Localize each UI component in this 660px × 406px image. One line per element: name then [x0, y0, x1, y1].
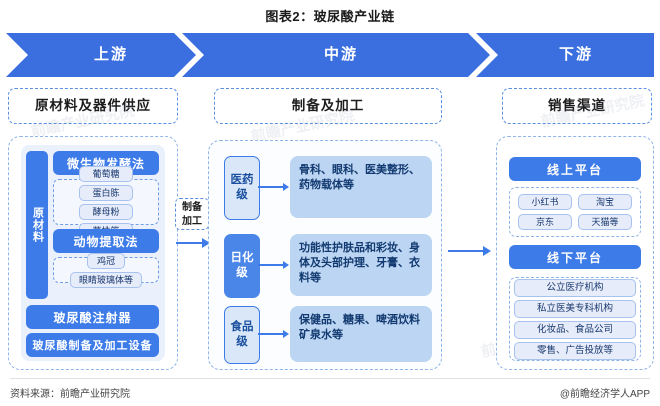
stage-banner: 上游 中游 下游 — [6, 33, 654, 77]
list-item: 蛋白胨 — [79, 184, 133, 201]
raw-material-vertical-label: 原材料 — [26, 151, 48, 299]
grade-box-cosmetic[interactable]: 日化级 — [224, 234, 260, 298]
connector-label-processing: 制备 加工 — [175, 198, 209, 230]
list-item: 淘宝 — [578, 194, 632, 210]
list-item: 私立医美专科机构 — [514, 299, 636, 318]
source-text: 资料来源：前瞻产业研究院 — [10, 389, 130, 400]
section-header-midstream: 制备及加工 — [214, 88, 442, 124]
grade-box-medical[interactable]: 医药级 — [224, 156, 260, 220]
fermentation-items-group: 葡萄糖 蛋白胨 酵母粉 菌株等 — [53, 165, 159, 239]
downstream-panel: 线上平台 小红书 淘宝 京东 天猫等 线下平台 公立医疗机构 私立医美专科机构 … — [496, 136, 654, 370]
equipment-box[interactable]: 玻尿酸制备及加工设备 — [26, 333, 159, 357]
upstream-panel: 原材料 微生物发酵法 葡萄糖 蛋白胨 酵母粉 菌株等 动物提取法 鸡冠 眼睛玻璃… — [8, 136, 178, 370]
section-header-upstream: 原材料及器件供应 — [8, 88, 178, 124]
raw-material-group: 原材料 微生物发酵法 葡萄糖 蛋白胨 酵母粉 菌株等 动物提取法 鸡冠 眼睛玻璃… — [21, 145, 165, 361]
banner-shape — [6, 33, 654, 77]
list-item: 天猫等 — [578, 214, 632, 230]
brand-text: @前瞻经济学人APP — [559, 389, 650, 400]
online-platform-box[interactable]: 线上平台 — [509, 157, 641, 181]
list-item: 酵母粉 — [79, 203, 133, 220]
list-item: 鸡冠 — [87, 252, 125, 269]
online-items-group: 小红书 淘宝 京东 天猫等 — [509, 187, 641, 237]
grade-desc-medical: 骨科、眼科、医美整形、药物载体等 — [290, 156, 432, 218]
list-item: 公立医疗机构 — [514, 278, 636, 297]
list-item: 化妆品、食品公司 — [514, 320, 636, 339]
arrow-head-icon — [283, 330, 289, 338]
offline-platform-box[interactable]: 线下平台 — [509, 245, 641, 269]
list-item: 京东 — [518, 214, 572, 230]
banner-label-upstream: 上游 — [93, 46, 128, 63]
list-item: 眼睛玻璃体等 — [70, 271, 142, 288]
banner-label-downstream: 下游 — [558, 46, 593, 63]
footer-divider — [10, 378, 650, 379]
list-item: 小红书 — [518, 194, 572, 210]
injector-box[interactable]: 玻尿酸注射器 — [26, 305, 159, 329]
list-item: 葡萄糖 — [79, 165, 133, 182]
arrow-head-icon — [283, 261, 289, 269]
list-item: 零售、广告投放等 — [514, 341, 636, 360]
grade-desc-food: 保健品、糖果、啤酒饮料矿泉水等 — [290, 306, 432, 362]
animal-items-group: 鸡冠 眼睛玻璃体等 — [53, 252, 159, 288]
page-title: 图表2：玻尿酸产业链 — [265, 9, 395, 24]
arrow-grade-food — [258, 333, 284, 335]
arrow-grade-cosmetic — [258, 264, 284, 266]
grade-desc-cosmetic: 功能性护肤品和彩妆、身体及头部护理、牙膏、衣料等 — [290, 234, 432, 296]
arrow-grade-medical — [258, 186, 284, 188]
offline-items-group: 公立医疗机构 私立医美专科机构 化妆品、食品公司 零售、广告投放等 — [509, 277, 641, 361]
banner-label-midstream: 中游 — [323, 46, 358, 63]
animal-extraction-box[interactable]: 动物提取法 — [53, 229, 159, 253]
arrow-head-icon — [283, 183, 289, 191]
section-header-downstream: 销售渠道 — [502, 88, 652, 124]
grade-box-food[interactable]: 食品级 — [224, 306, 260, 364]
